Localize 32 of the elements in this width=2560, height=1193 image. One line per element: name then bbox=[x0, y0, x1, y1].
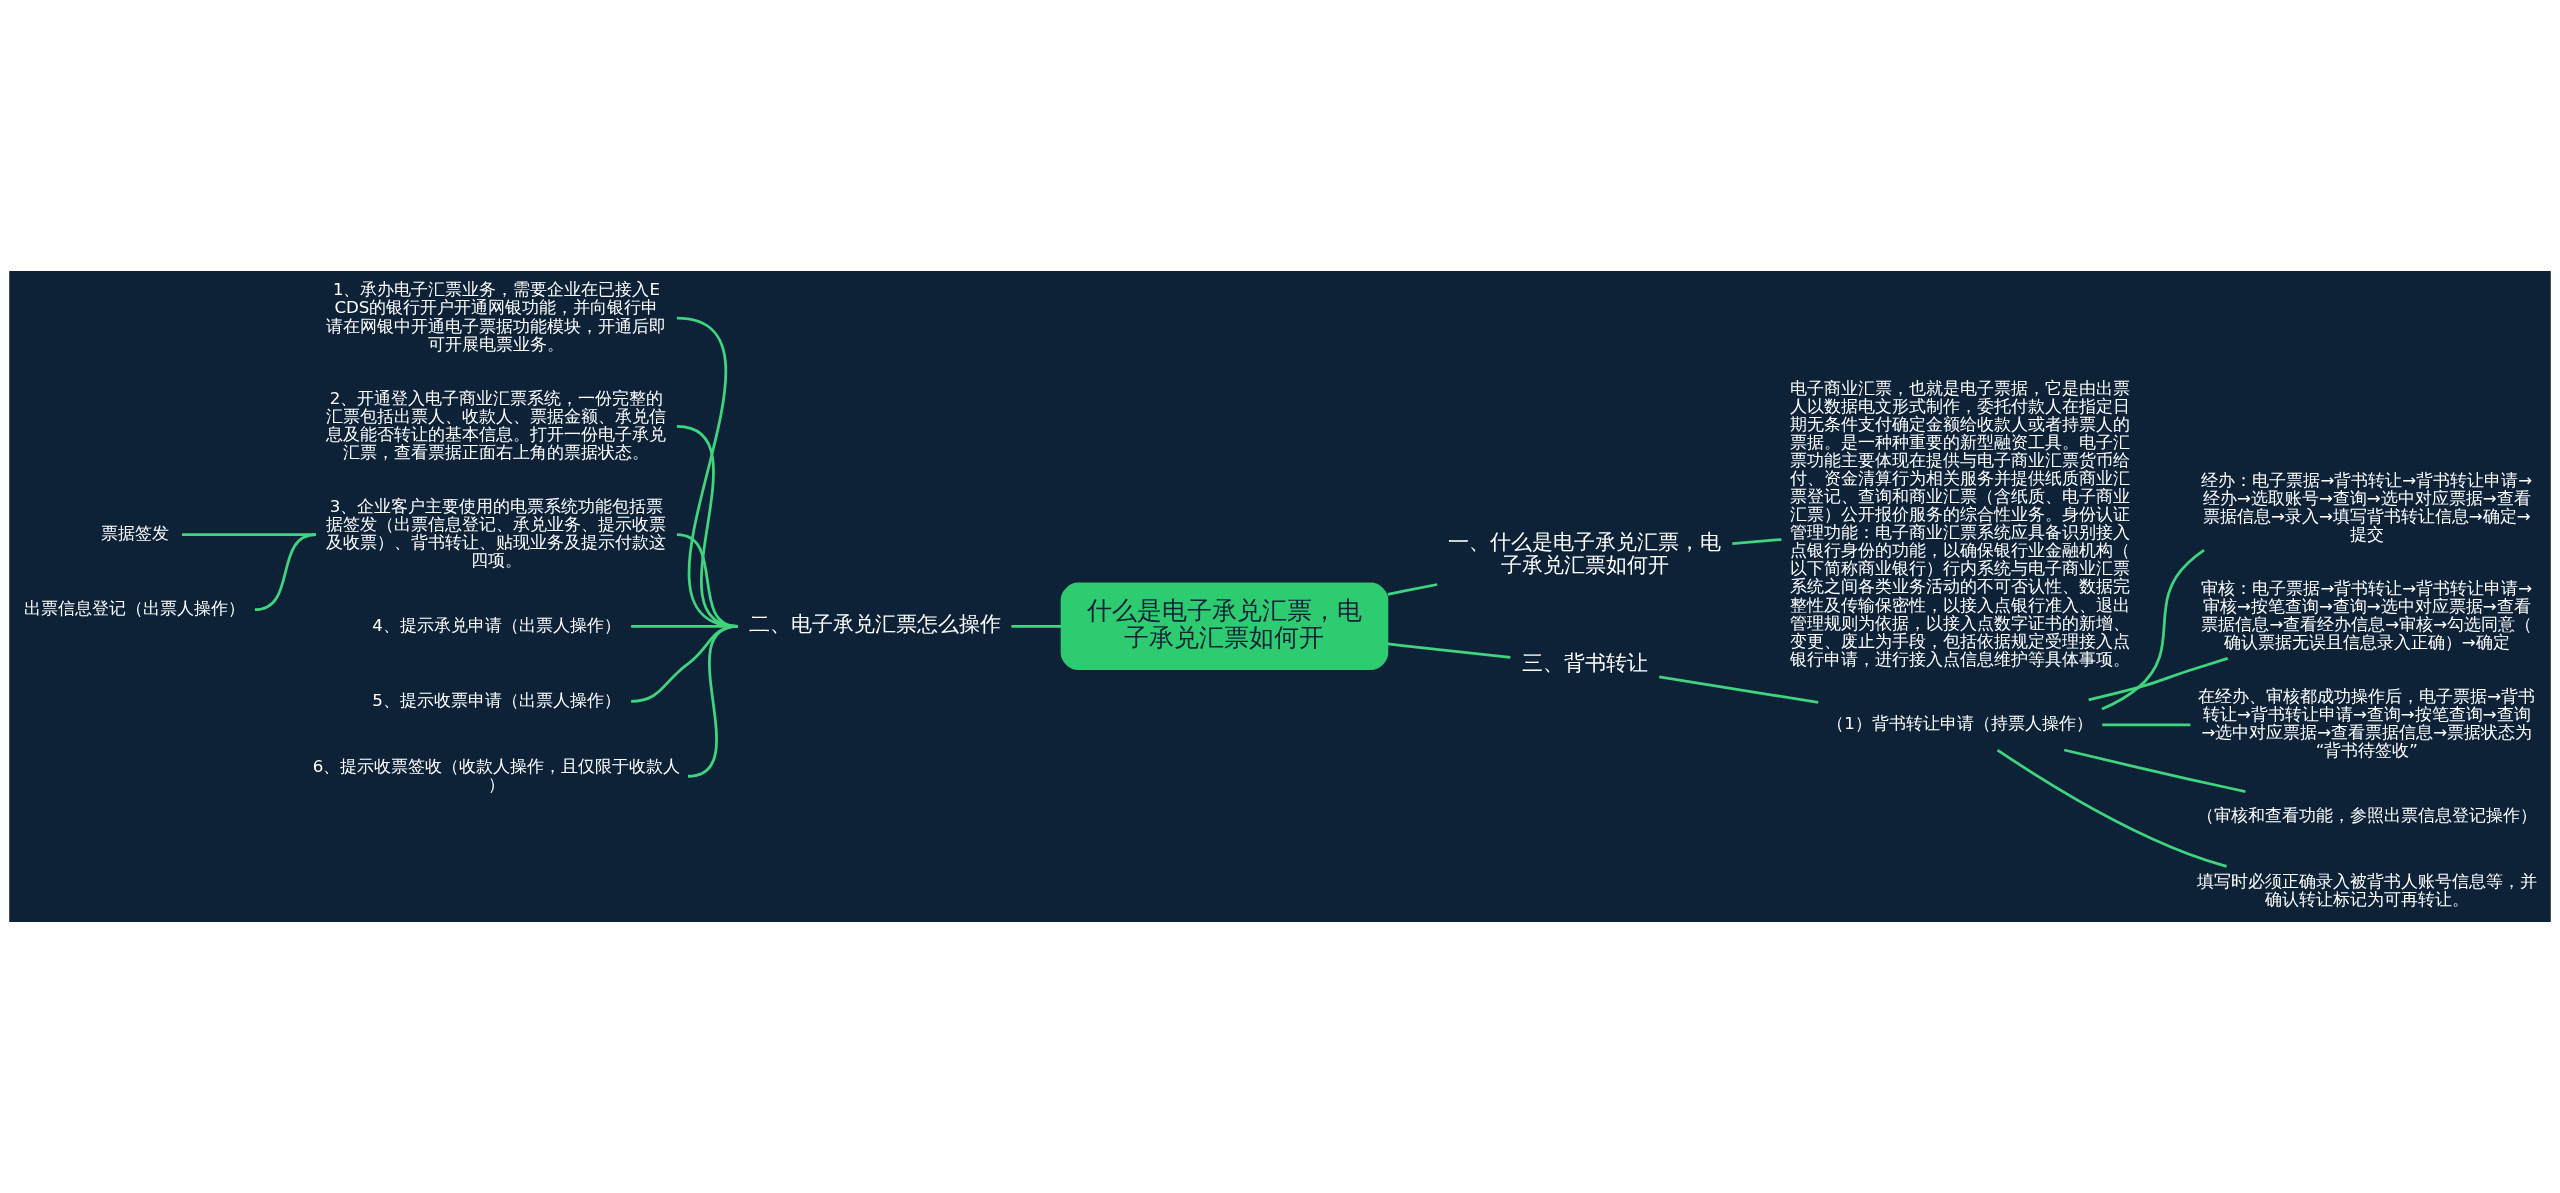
node-text: （1）背书转让申请（持票人操作） bbox=[1827, 714, 2093, 734]
node-text: 填写时必须正确录入被背书人账号信息等，并确认转让标记为可再转让。 bbox=[2196, 871, 2537, 909]
node-box: 什么是电子承兑汇票，电子承兑汇票如何开 bbox=[1060, 582, 1389, 671]
connector bbox=[2063, 748, 2246, 793]
connector bbox=[2101, 549, 2205, 711]
node-text: 经办：电子票据→背书转让→背书转让申请→经办→选取账号→查询→选中对应票据→查看票据信息→录入→填写背书转让信息→确定→提交 bbox=[2201, 470, 2533, 544]
node-text: 审核：电子票据→背书转让→背书转让申请→审核→按笔查询→查询→选中对应票据→查看票据信息→查看经办信息→审核→勾选同意（确认票据无误且信息录入正确）→确定 bbox=[2201, 578, 2533, 652]
connector bbox=[1996, 748, 2227, 868]
node-text: 二、电子承兑汇票怎么操作 bbox=[748, 612, 1001, 637]
connector bbox=[254, 533, 317, 612]
connector bbox=[687, 624, 739, 778]
connector bbox=[1387, 583, 1438, 596]
node-text: 4、提示承兑申请（出票人操作） bbox=[372, 615, 621, 635]
node-text: 2、开通登入电子商业汇票系统，一份完整的汇票包括出票人、收款人、票据金额、承兑信息及能否转让的基本信息。打开一份电子承兑汇票，查看票据正面右上角的票据状态。 bbox=[326, 388, 667, 462]
node-text: 1、承办电子汇票业务，需要企业在已接入ECDS的银行开户开通网银功能，并向银行申请在网银中开通电子票据功能模块，开通后即可开展电票业务。 bbox=[326, 280, 667, 354]
node-text: （审核和查看功能，参照出票信息登记操作） bbox=[2196, 805, 2537, 825]
connector bbox=[1387, 642, 1511, 659]
node-text: 在经办、审核都成功操作后，电子票据→背书转让→背书转让申请→查询→按笔查询→查询→选中对应票据→查看票据信息→票据状态为“背书待签收” bbox=[2198, 687, 2536, 761]
connector bbox=[1011, 624, 1062, 628]
connector bbox=[182, 533, 316, 537]
node-text: 3、企业客户主要使用的电票系统功能包括票据签发（出票信息登记、承兑业务、提示收票及收票）、背书转让、贴现业务及提示付款这四项。 bbox=[326, 496, 667, 571]
connector bbox=[1659, 675, 1819, 704]
node-text: 票据签发 bbox=[100, 524, 169, 544]
connector bbox=[1732, 538, 1782, 545]
node-text: 一、什么是电子承兑汇票，电子承兑汇票如何开 bbox=[1448, 529, 1722, 578]
node-text: 电子商业汇票，也就是电子票据，它是由出票人以数据电文形式制作，委托付款人在指定日期无条件支付确定金额给收款人或者持票人的票据。是一种种重要的新型融资工具。电子汇票功能主要体现在提供与电子商业汇票货币给付、资金清算行为相关服务并提供纸质商业汇票登记、查询和商业汇票（含纸质、电子商业汇票）公开报价服务的综合性业务。身份认证管理功能：电子商业汇票系统应具备识别接入点银行身份的功能，以确保银行业金融机构（以下简称商业银行）行内系统与电子商业汇票系统之间各类业务活动的不可否认性、数据完整性及传输保密性，以接入点银行准入、退出管理规则为依据，以接入点数字证书的新增、变更、废止为手段，包括依据规定受理接入点银行申请，进行接入点信息维护等具体事项。 bbox=[1790, 378, 2131, 669]
connector bbox=[2088, 657, 2229, 702]
node-text: 6、提示收票签收（收款人操作，且仅限于收款人） bbox=[312, 756, 681, 794]
connector bbox=[2102, 723, 2191, 727]
node-text: 三、背书转让 bbox=[1521, 651, 1648, 676]
node-text: 出票信息登记（出票人操作） bbox=[24, 598, 246, 618]
node-text: 5、提示收票申请（出票人操作） bbox=[372, 690, 621, 710]
